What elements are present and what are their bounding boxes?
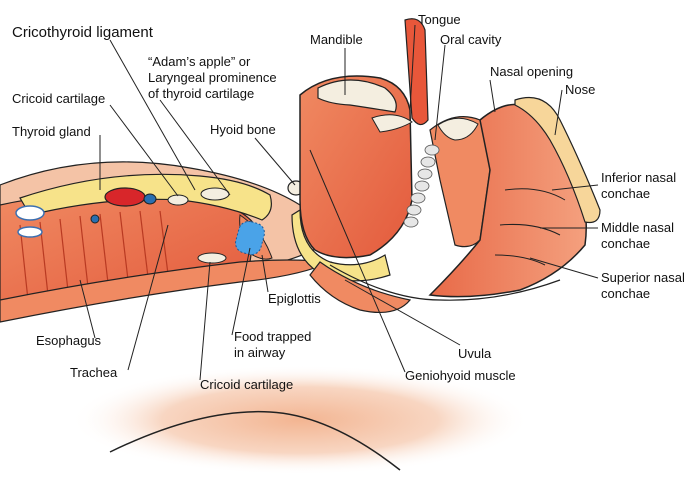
label-inferior-nasal-2: conchae xyxy=(601,186,650,201)
label-esophagus: Esophagus xyxy=(36,333,102,348)
label-middle-nasal-1: Middle nasal xyxy=(601,220,674,235)
label-epiglottis: Epiglottis xyxy=(268,291,321,306)
chin-outline xyxy=(109,410,401,471)
label-cricoid-cartilage-top: Cricoid cartilage xyxy=(12,91,105,106)
label-mandible: Mandible xyxy=(310,32,363,47)
label-uvula: Uvula xyxy=(458,346,492,361)
label-adams-apple-line2: Laryngeal prominence xyxy=(148,70,277,85)
label-inferior-nasal-1: Inferior nasal xyxy=(601,170,676,185)
teeth xyxy=(403,144,440,228)
label-cricoid-cartilage-bottom: Cricoid cartilage xyxy=(200,377,293,392)
label-thyroid-gland: Thyroid gland xyxy=(12,124,91,139)
label-superior-nasal-1: Superior nasal xyxy=(601,270,685,285)
geniohyoid xyxy=(291,208,391,282)
label-geniohyoid-muscle: Geniohyoid muscle xyxy=(405,368,516,383)
label-oral-cavity: Oral cavity xyxy=(440,32,502,47)
mandible-bone xyxy=(317,79,397,113)
label-trachea: Trachea xyxy=(70,365,118,380)
food-bolus xyxy=(235,220,265,256)
label-food-trapped-1: Food trapped xyxy=(234,329,311,344)
laryngeal-prominence xyxy=(200,187,230,201)
label-food-trapped-2: in airway xyxy=(234,345,286,360)
chest-glow xyxy=(70,365,530,475)
thyroid-gland-body xyxy=(104,187,146,207)
label-nose: Nose xyxy=(565,82,595,97)
label-cricothyroid-ligament: Cricothyroid ligament xyxy=(12,24,154,41)
leader-lines xyxy=(79,24,599,381)
label-middle-nasal-2: conchae xyxy=(601,236,650,251)
cricoid-lower xyxy=(197,252,227,264)
label-adams-apple-line1: “Adam’s apple” or xyxy=(148,54,251,69)
label-tongue: Tongue xyxy=(418,12,461,27)
label-adams-apple-line3: of thyroid cartilage xyxy=(148,86,254,101)
cricoid-oval xyxy=(167,194,189,206)
nose-skin xyxy=(514,96,601,224)
label-nasal-opening: Nasal opening xyxy=(490,64,573,79)
label-superior-nasal-2: conchae xyxy=(601,286,650,301)
label-hyoid-bone: Hyoid bone xyxy=(210,122,276,137)
